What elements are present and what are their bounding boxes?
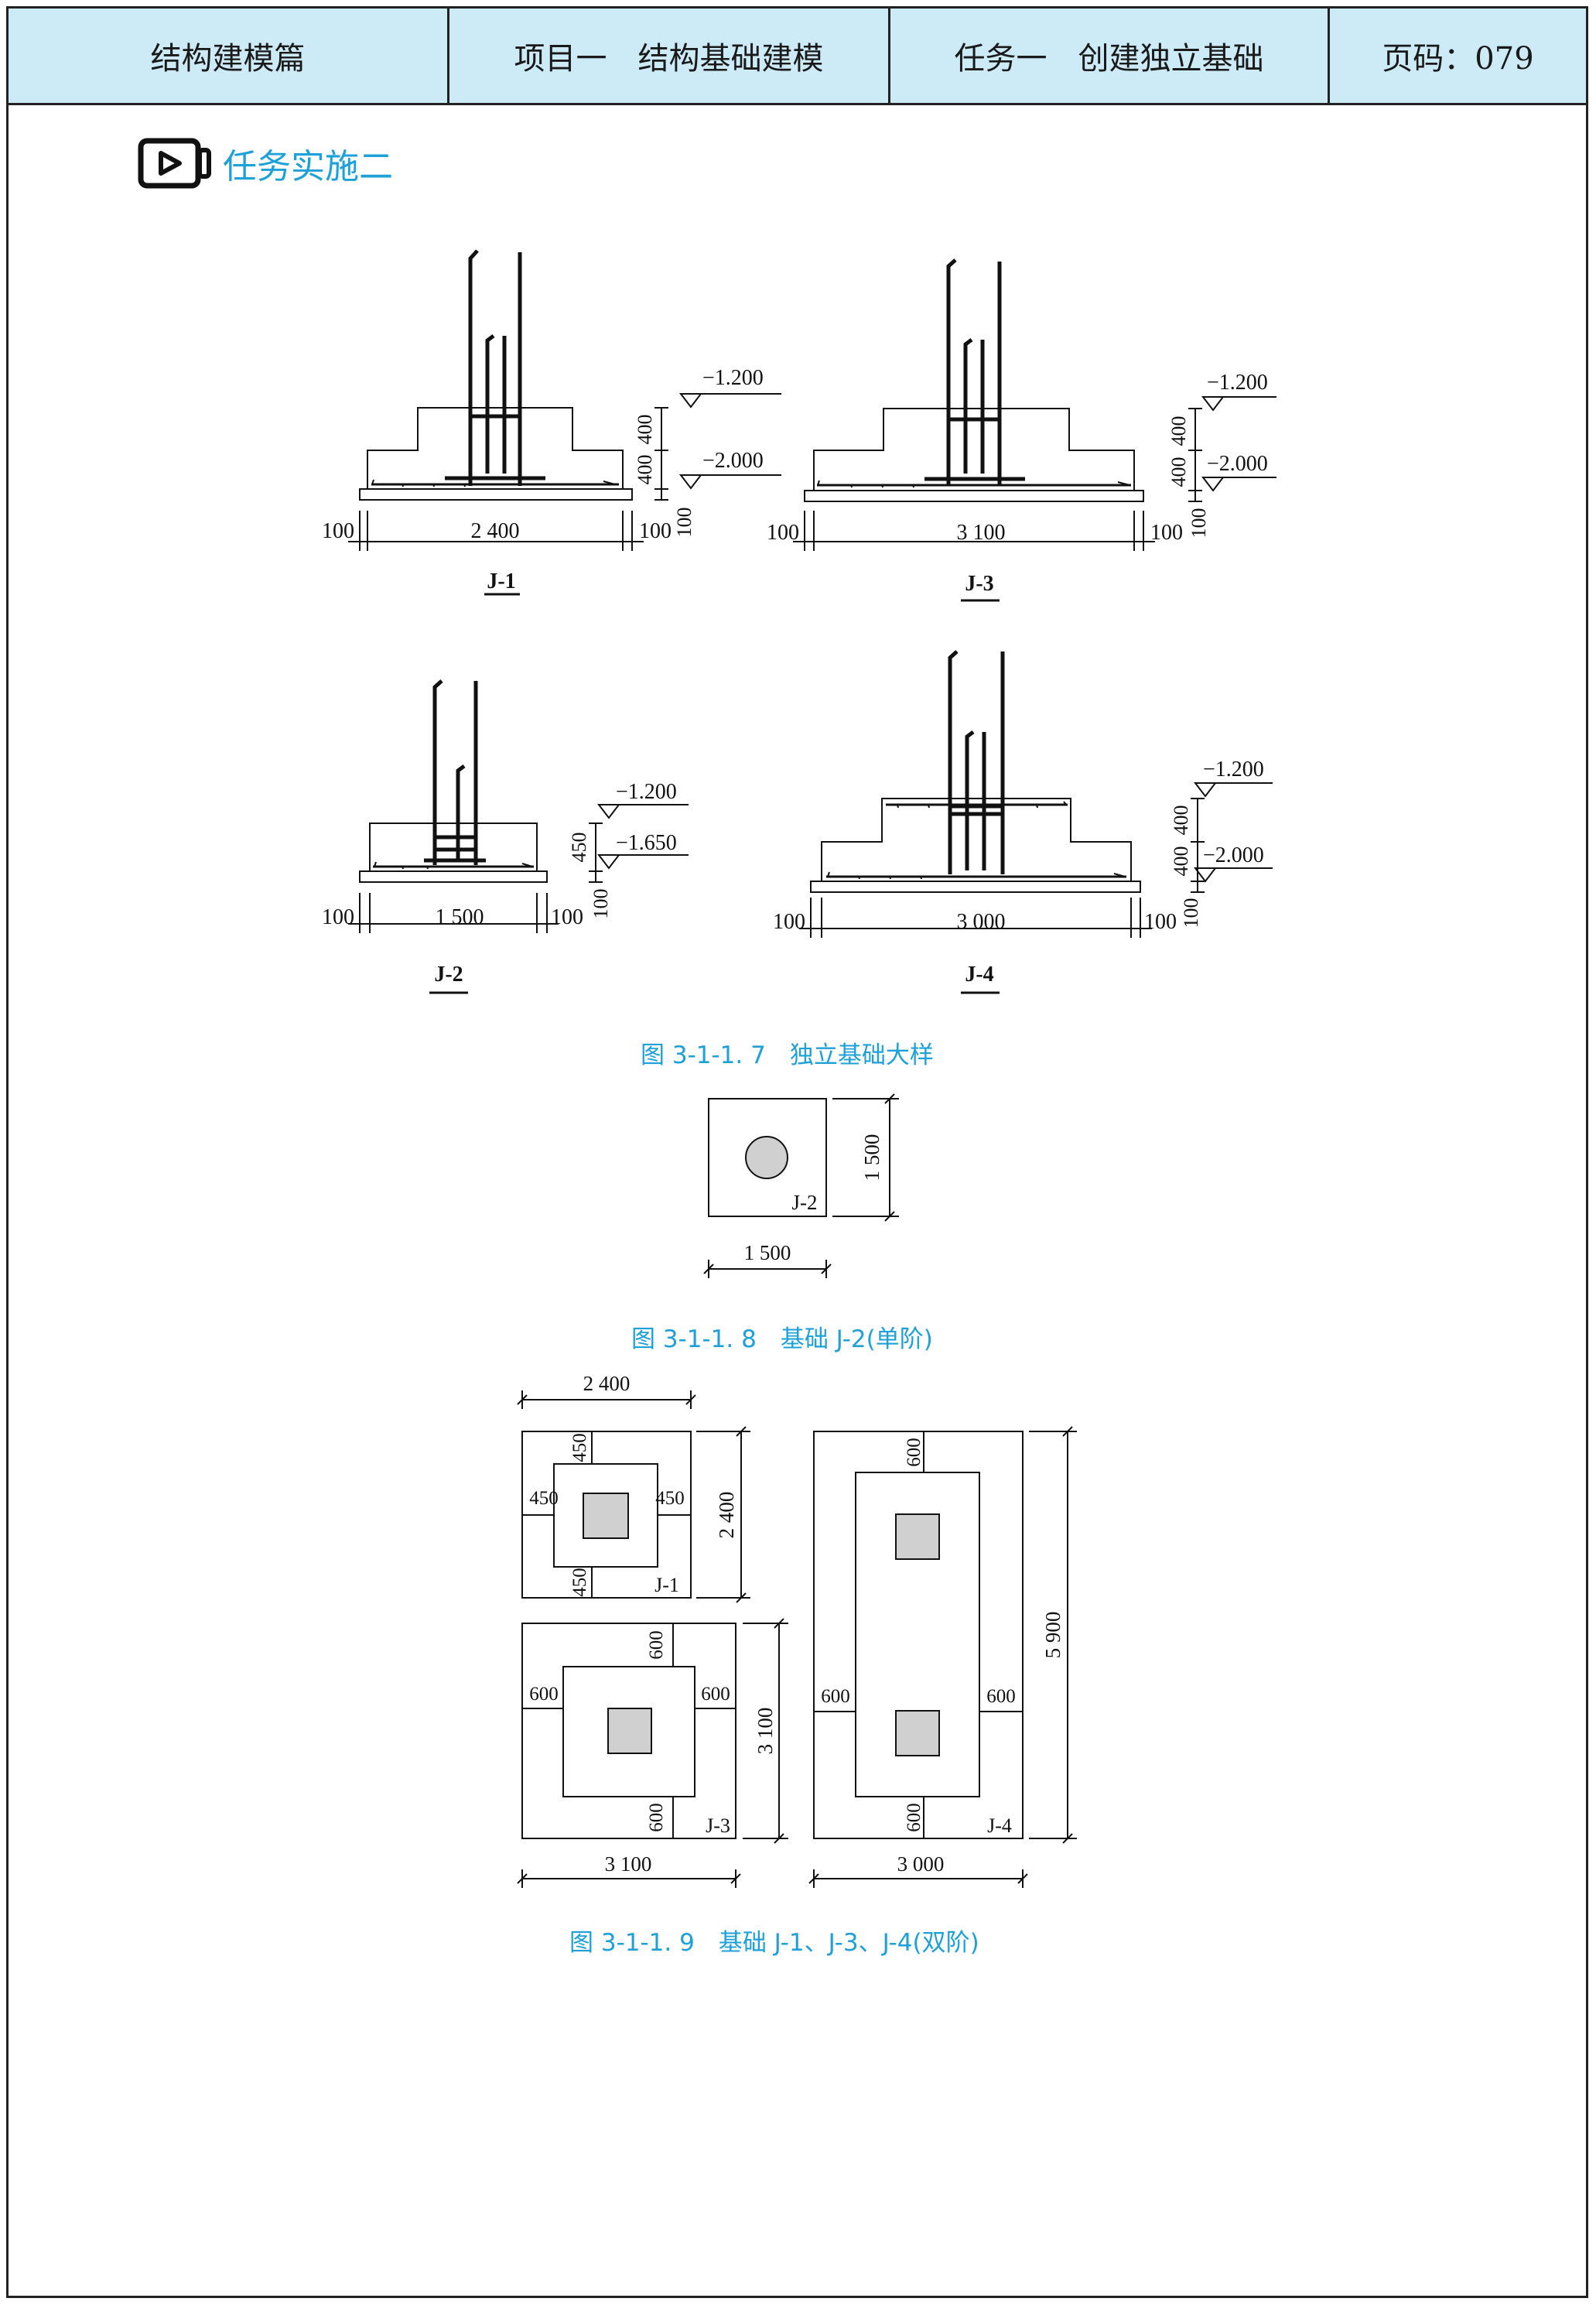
j2-width: 1 500 (436, 905, 484, 929)
j1-height-2: 400 (634, 455, 656, 485)
plan-j1-labels: 2 400 2 400 450 450 450 450 J-1 (529, 1372, 738, 1597)
j2-margin-right: 100 (551, 905, 583, 929)
plan-j4 (808, 1426, 1077, 1888)
plan-j1-name: J-1 (654, 1574, 679, 1596)
figure7-caption: 图 3-1-1. 7 独立基础大样 (641, 1041, 934, 1069)
plan-j1-height: 2 400 (715, 1492, 738, 1539)
j4-height-1: 400 (1170, 805, 1192, 836)
j2-margin-left: 100 (322, 905, 354, 929)
plan-j3-step-right: 600 (701, 1684, 730, 1705)
plan-j3-width: 3 100 (605, 1852, 652, 1876)
plan-j2-width: 1 500 (744, 1241, 791, 1264)
plan-j4-width: 3 000 (897, 1852, 945, 1876)
j3-height-3: 100 (1188, 508, 1210, 539)
plan-j2 (703, 1093, 899, 1278)
footing-section-j4 (799, 650, 1273, 994)
footing-section-j1 (348, 249, 781, 596)
j1-margin-left: 100 (322, 519, 354, 543)
plan-j3-name: J-3 (706, 1814, 730, 1837)
plan-j4-name: J-4 (987, 1814, 1012, 1837)
section-heading: 任务实施二 (138, 138, 393, 189)
j2-labels: −1.200 −1.650 450 100 1 500 100 100 J-2 (322, 780, 677, 987)
j4-level-bottom: −2.000 (1203, 843, 1264, 867)
j1-height-1: 400 (634, 415, 656, 445)
plan-j3 (517, 1618, 788, 1888)
plan-j3-height: 3 100 (754, 1708, 777, 1755)
plan-j1-step-left: 450 (529, 1488, 559, 1509)
j3-height-2: 400 (1167, 457, 1190, 487)
plan-j1-width: 2 400 (583, 1372, 631, 1395)
plan-j3-step-top: 600 (646, 1630, 667, 1660)
j3-margin-left: 100 (767, 521, 799, 545)
plan-j2-labels: J-2 1 500 1 500 (744, 1134, 883, 1264)
plan-j3-step-bottom: 600 (646, 1803, 667, 1832)
j4-name: J-4 (965, 963, 993, 987)
section-title: 任务实施二 (223, 147, 393, 186)
j1-margin-right: 100 (639, 519, 672, 543)
plan-j4-step-right: 600 (986, 1686, 1016, 1707)
j3-level-top: −1.200 (1207, 371, 1268, 395)
page-header: 结构建模篇 项目一 结构基础建模 任务一 创建独立基础 页码：079 (6, 6, 1588, 105)
j3-margin-right: 100 (1150, 521, 1183, 545)
plan-j4-step-top: 600 (904, 1438, 924, 1467)
plan-j4-height: 5 900 (1041, 1612, 1065, 1659)
j1-labels: −1.200 −2.000 400 400 100 2 400 100 100 … (322, 366, 764, 593)
j4-level-top: −1.200 (1203, 758, 1264, 781)
video-icon (138, 138, 211, 189)
j4-margin-left: 100 (773, 910, 805, 934)
figure8-caption: 图 3-1-1. 8 基础 J-2(单阶) (631, 1325, 933, 1353)
plan-j2-name: J-2 (792, 1191, 818, 1214)
plan-j1-step-right: 450 (655, 1488, 685, 1509)
footing-section-j2 (348, 679, 689, 994)
plan-j4-step-bottom: 600 (904, 1803, 924, 1832)
plan-j3-step-left: 600 (529, 1684, 559, 1705)
j3-width: 3 100 (957, 521, 1006, 545)
j2-level-bottom: −1.650 (616, 831, 677, 855)
j3-level-bottom: −2.000 (1207, 452, 1268, 476)
j3-name: J-3 (965, 572, 993, 596)
j2-height-2: 100 (590, 889, 612, 919)
j3-labels: −1.200 −2.000 400 400 100 3 100 100 100 … (767, 371, 1268, 596)
plan-j4-labels: 3 000 5 900 600 600 600 600 J-4 (821, 1438, 1065, 1876)
header-task: 任务一 创建独立基础 (890, 9, 1330, 103)
j1-level-bottom: −2.000 (702, 449, 764, 473)
plan-j3-labels: 3 100 3 100 600 600 600 600 J-3 (529, 1630, 777, 1876)
j4-height-2: 400 (1170, 846, 1192, 877)
j2-level-top: −1.200 (616, 780, 677, 804)
header-project: 项目一 结构基础建模 (449, 9, 890, 103)
plan-j2-height: 1 500 (860, 1134, 883, 1182)
figure9-caption: 图 3-1-1. 9 基础 J-1、J-3、J-4(双阶) (569, 1929, 979, 1957)
j4-height-3: 100 (1180, 898, 1202, 928)
j4-labels: −1.200 −2.000 400 400 100 3 000 100 100 … (773, 758, 1264, 987)
j1-width: 2 400 (471, 519, 520, 543)
plan-j1-step-bottom: 450 (569, 1568, 590, 1597)
j1-name: J-1 (487, 569, 515, 593)
plan-j4-step-left: 600 (821, 1686, 850, 1707)
header-page: 页码：079 (1382, 41, 1534, 77)
j2-height-1: 450 (568, 833, 590, 863)
plan-j1-step-top: 450 (569, 1433, 590, 1462)
header-book: 结构建模篇 (9, 9, 449, 103)
footing-section-j3 (793, 258, 1276, 602)
j1-level-top: −1.200 (702, 366, 764, 390)
j2-name: J-2 (434, 963, 463, 987)
j4-margin-right: 100 (1144, 910, 1177, 934)
j4-width: 3 000 (957, 910, 1006, 934)
j1-height-3: 100 (673, 508, 695, 538)
j3-height-1: 400 (1167, 416, 1190, 446)
plan-j1 (517, 1390, 750, 1603)
